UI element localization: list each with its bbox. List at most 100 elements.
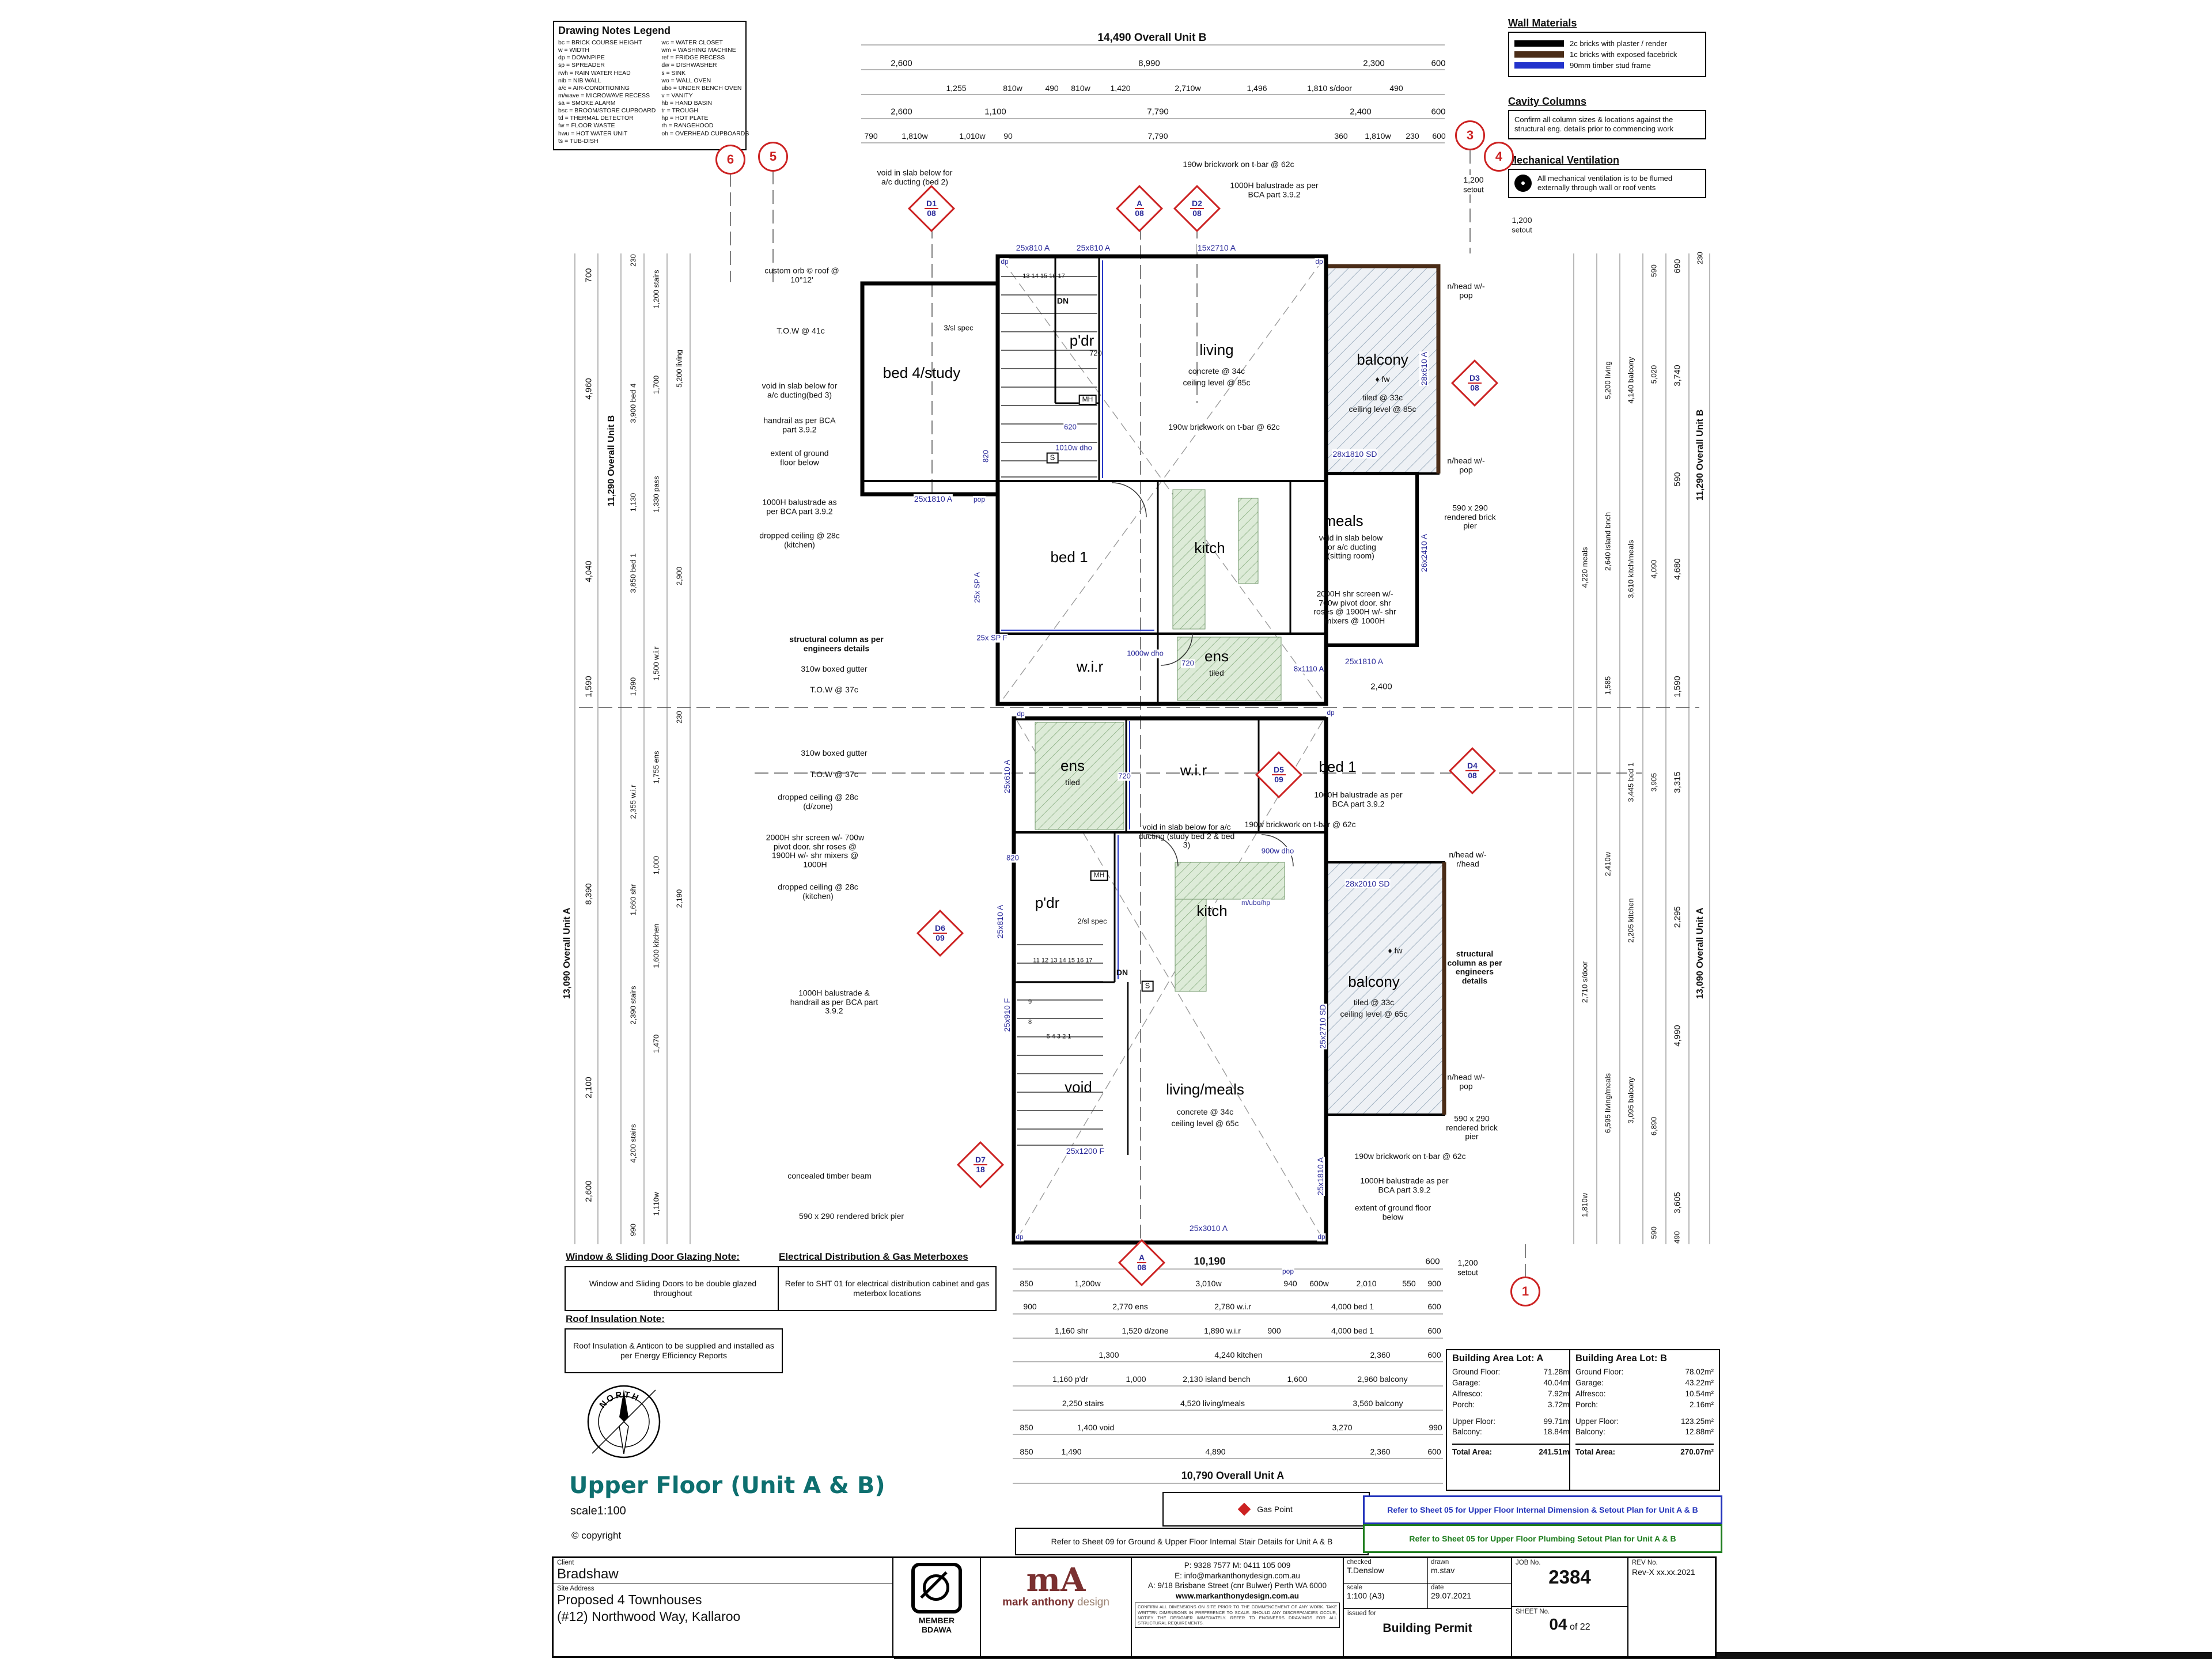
plan-dim: 790 [863,131,879,141]
wall-materials-legend: Wall Materials 2c bricks with plaster / … [1508,17,1706,77]
plan-dim: 1,110w [652,1191,661,1217]
plan-dim: 230 [628,253,638,268]
plan-dim: 600 [1430,107,1447,117]
plan-dim: 1,200 [1510,215,1533,225]
plan-dim: 2,010 [1355,1278,1378,1289]
plan-dim: 2,295 [1672,905,1683,929]
plan-room: void [1065,1078,1092,1096]
plan-dim: 6,890 [1649,1115,1659,1137]
plan-ann: T.O.W @ 37c [810,770,858,779]
plan-dim: 4,200 stairs [628,1123,638,1164]
plan-room: bed 4/study [882,364,961,382]
checked-label: checked [1347,1559,1372,1566]
scale-label: scale [1347,1584,1362,1591]
plan-dim: 810w [1002,83,1024,93]
plan-ann: concealed timber beam [787,1171,872,1181]
plan-ann: 1000H balustrade as per BCA part 3.9.2 [1314,790,1403,808]
plan-code: 25x1810 A [913,494,953,504]
plan-code: 15x2710 A [1196,243,1237,253]
plan-dim: 4,220 meals [1580,546,1590,589]
sheet-of-value: of 22 [1570,1622,1590,1632]
plan-dim: 2,600 [584,1179,594,1203]
plan-dim: 1,000 [1124,1374,1147,1384]
job-sheet-cell: JOB No. 2384 SHEET No. 04 of 22 [1512,1558,1628,1656]
area-row: Upper Floor:123.25m² [1575,1416,1714,1427]
plan-code: 25x3010 A [1188,1223,1229,1233]
drawn-value: m.stav [1431,1566,1455,1575]
date-label: date [1431,1584,1444,1591]
area-row: Garage:40.04m² [1452,1378,1572,1389]
plan-code: 900w dho [1260,846,1295,856]
plan-room: ens [1060,757,1085,775]
area-row-label: Garage: [1575,1378,1604,1387]
contact-email: E: info@markanthonydesign.com.au [1175,1571,1300,1580]
plan-dim: 4,520 living/meals [1179,1398,1247,1408]
plan-code: 26x2410 A [1419,533,1429,573]
drawn-label: drawn [1431,1559,1449,1566]
plan-dim: 4,890 [1204,1446,1227,1457]
legend-item: bsc = BROOM/STORE CUPBOARD [558,107,656,115]
area-row-label: Ground Floor: [1575,1368,1624,1376]
contact-address: A: 9/18 Brisbane Street (cnr Bulwer) Per… [1147,1581,1327,1590]
area-row-value: 123.25m² [1680,1416,1714,1426]
gas-point-legend: Gas Point [1162,1492,1370,1527]
plan-code: 25x610 A [1002,759,1012,794]
area-row-label: Garage: [1452,1378,1480,1387]
plan-ann: T.O.W @ 41c [777,326,825,336]
plan-code: 720 [1118,771,1131,781]
plan-sub: ceiling level @ 65c [1171,1118,1239,1128]
plan-dim: 1,600 [1286,1374,1309,1384]
plan-dim: 590 [1672,471,1683,488]
plan-dim: 10,190 [1192,1255,1227,1268]
area-row-label: Alfresco: [1575,1389,1606,1398]
plan-dim: 1,496 [1245,83,1268,93]
cavity-columns-title: Cavity Columns [1508,96,1587,107]
plan-room: p'dr [1035,894,1060,912]
area-row-label: Total Area: [1452,1448,1493,1457]
plan-code: 25x810 A [995,904,1005,940]
plan-sub: ♦ fw [1375,374,1390,384]
plan-dim: 5,020 [1649,363,1659,385]
plan-sub: 5 4 3 2 1 [1046,1033,1071,1040]
plan-ann: 590 x 290 rendered brick pier [798,1211,904,1221]
area-row-label: Porch: [1452,1400,1475,1409]
plan-dim: 2,710 s/door [1580,960,1590,1005]
glazing-note-title: Window & Sliding Door Glazing Note: [566,1251,740,1262]
legend-item: v = VANITY [661,92,693,99]
plan-dim: 850 [1018,1422,1035,1433]
rev-cell: REV No. Rev-X xx.xx.2021 [1628,1558,1715,1656]
plan-dim: 3,095 balcony [1626,1075,1636,1125]
plan-dim: 2,250 stairs [1060,1398,1105,1408]
plan-boxed: MH [1078,395,1097,405]
area-row-value: 18.84m² [1543,1427,1572,1437]
client-label: Client [557,1559,574,1566]
issued-for-value: Building Permit [1382,1622,1472,1635]
plan-dim: 2,400 [1349,107,1373,117]
plan-dim: 13,090 Overall Unit A [1695,906,1706,1001]
fan-icon [1514,175,1532,192]
plan-dim: 3,740 [1672,363,1683,388]
wall-material-label: 2c bricks with plaster / render [1570,39,1668,48]
plan-dim: 1,660 shr [628,882,638,917]
contact-website: www.markanthonydesign.com.au [1175,1591,1300,1600]
area-row: Total Area:270.07m² [1575,1444,1714,1458]
legend-item: wc = WATER CLOSET [661,39,723,46]
plan-dim: 8,390 [584,882,594,906]
mechanical-ventilation-text: All mechanical ventilation is to be flum… [1537,174,1673,192]
plan-dim: 1,600 kitchen [652,922,661,969]
north-arrow: NORTH [587,1385,661,1459]
contact-cell: P: 9328 7577 M: 0411 105 009 E: info@mar… [1132,1558,1344,1656]
plan-code: 28x610 A [1419,351,1429,387]
plan-dim: 550 [1401,1278,1417,1289]
designer-logo-cell: mA mark anthony design [981,1558,1132,1656]
plan-dim: 2,360 [1369,1446,1392,1457]
plan-dim: 1,000 [652,854,661,876]
plan-ann: dropped ceiling @ 28c (kitchen) [759,531,840,549]
area-row: Alfresco:7.92m² [1452,1389,1572,1400]
plan-room: kitch [1196,902,1228,920]
plan-sub: concrete @ 34c [1176,1107,1234,1116]
plan-dim: 850 [1018,1446,1035,1457]
plan-dim: 1,200 [1462,175,1485,185]
plan-ann: structural column as per engineers detai… [1447,949,1502,986]
